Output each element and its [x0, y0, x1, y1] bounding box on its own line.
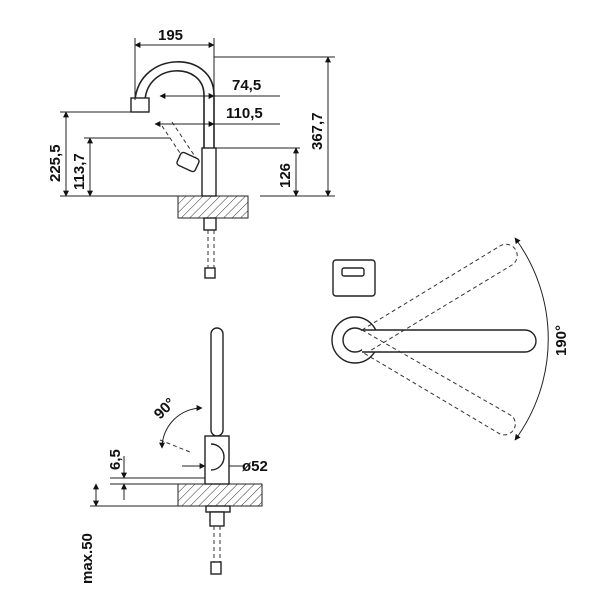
angle-arc-front	[159, 405, 203, 449]
mount-plate-front	[205, 505, 231, 513]
faucet-body-side	[201, 147, 217, 197]
lever-slot-top	[341, 267, 365, 277]
dim-max-50: max.50	[79, 533, 96, 584]
dim-195: 195	[158, 27, 183, 44]
swivel-arc	[514, 237, 549, 441]
front-view: 90° ø52 6,5 max.50	[79, 327, 268, 584]
spout-head	[130, 97, 150, 113]
spout-swivel-upper	[361, 243, 518, 353]
dim-190: 190°	[553, 325, 570, 356]
shank-front	[209, 511, 225, 527]
lever-front	[210, 443, 225, 471]
dim-6-5: 6,5	[107, 449, 124, 470]
hose-end-front	[210, 561, 222, 575]
dim-367-7: 367,7	[309, 112, 326, 150]
spout-outer	[134, 61, 215, 196]
dim-74-5: 74,5	[232, 77, 261, 94]
countertop-front	[177, 483, 263, 507]
spout-center-top	[362, 329, 537, 353]
hose-end-side	[204, 267, 216, 279]
dim-110-5: 110,5	[226, 105, 263, 122]
lever-handle-side	[176, 151, 200, 173]
lever-base-top	[332, 259, 376, 297]
spout-inner	[144, 70, 205, 160]
top-view: 190°	[331, 237, 570, 441]
spout-front	[210, 327, 224, 437]
hose-side	[207, 230, 215, 270]
shank-side	[203, 217, 217, 231]
side-view: 195 74,5 110,5 367,7 126 225,5 113,7	[47, 27, 335, 279]
dim-diameter-52: ø52	[242, 458, 268, 475]
dim-225-5: 225,5	[47, 144, 64, 182]
dim-126: 126	[277, 163, 294, 188]
countertop-side	[177, 195, 249, 219]
hoses-front	[213, 526, 221, 562]
dim-113-7: 113,7	[71, 153, 88, 190]
